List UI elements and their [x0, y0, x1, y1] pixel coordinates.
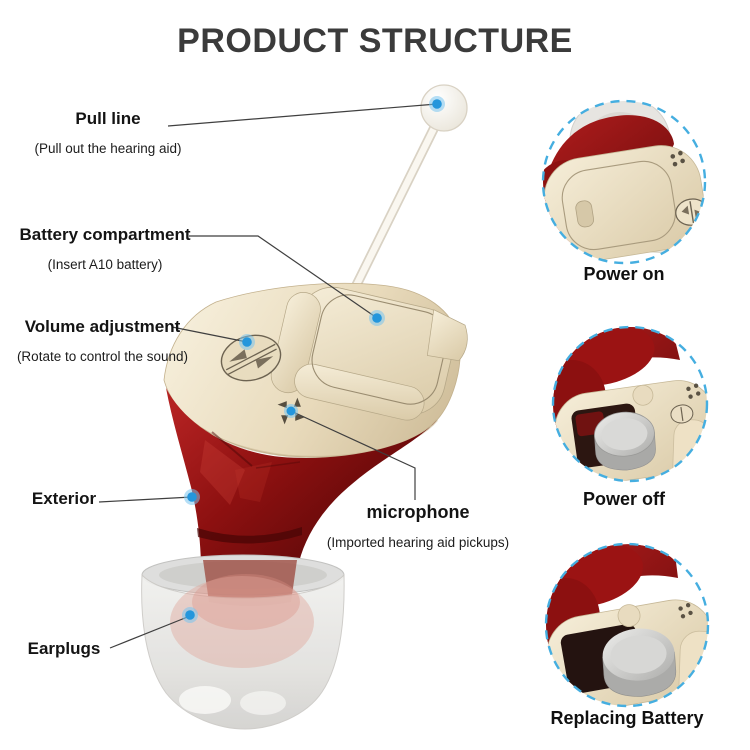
inset-ring-power-off — [551, 325, 709, 483]
callout-earplugs: Earplugs — [20, 639, 108, 659]
marker-pull-line — [429, 96, 445, 112]
earplugs-label: Earplugs — [27, 639, 101, 658]
leader-microphone — [290, 410, 416, 500]
microphone-sublabel: (Imported hearing aid pickups) — [326, 534, 510, 550]
callout-volume-adjustment: Volume adjustment (Rotate to control the… — [0, 317, 205, 364]
earplug-cup — [141, 554, 345, 730]
leader-volume — [171, 326, 248, 343]
callout-pull-line: Pull line (Pull out the hearing aid) — [18, 109, 198, 156]
leader-earplugs — [109, 615, 191, 649]
leader-exterior — [98, 496, 193, 503]
microphone-label: microphone — [366, 502, 470, 522]
marker-volume — [239, 334, 255, 350]
pull-line-label: Pull line — [75, 109, 141, 128]
exterior-label: Exterior — [31, 489, 97, 508]
battery-compartment-door — [270, 286, 468, 421]
power-on-caption: Power on — [583, 264, 665, 284]
inset-power-off — [551, 325, 709, 483]
volume-adjustment-label: Volume adjustment — [24, 317, 181, 336]
marker-microphone — [284, 404, 298, 418]
microphone-holes — [277, 397, 305, 425]
marker-dots — [182, 96, 445, 623]
main-product — [98, 84, 468, 730]
exterior-shell — [166, 388, 437, 562]
volume-adjustment-sublabel: (Rotate to control the sound) — [16, 348, 189, 364]
leader-lines — [98, 103, 438, 649]
inset-ring-power-on — [541, 99, 707, 265]
marker-exterior — [184, 489, 200, 505]
callout-microphone: microphone (Imported hearing aid pickups… — [320, 502, 516, 550]
volume-dial — [220, 334, 282, 382]
inset-replacing-battery — [544, 542, 710, 708]
battery-compartment-label: Battery compartment — [19, 225, 191, 244]
leader-pull-line — [167, 103, 438, 127]
callout-battery-compartment: Battery compartment (Insert A10 battery) — [15, 225, 195, 272]
marker-earplugs — [182, 607, 198, 623]
inset-power-on — [541, 99, 707, 265]
battery-compartment-sublabel: (Insert A10 battery) — [47, 256, 163, 272]
pull-line-sublabel: (Pull out the hearing aid) — [34, 140, 182, 156]
leader-battery — [189, 235, 378, 319]
marker-battery — [369, 310, 385, 326]
replacing-battery-caption: Replacing Battery — [550, 708, 704, 728]
callout-exterior: Exterior — [23, 489, 105, 509]
inset-ring-replacing-battery — [544, 542, 710, 708]
page-title: PRODUCT STRUCTURE — [177, 22, 573, 60]
pull-line — [347, 84, 468, 299]
power-off-caption: Power off — [582, 489, 665, 509]
